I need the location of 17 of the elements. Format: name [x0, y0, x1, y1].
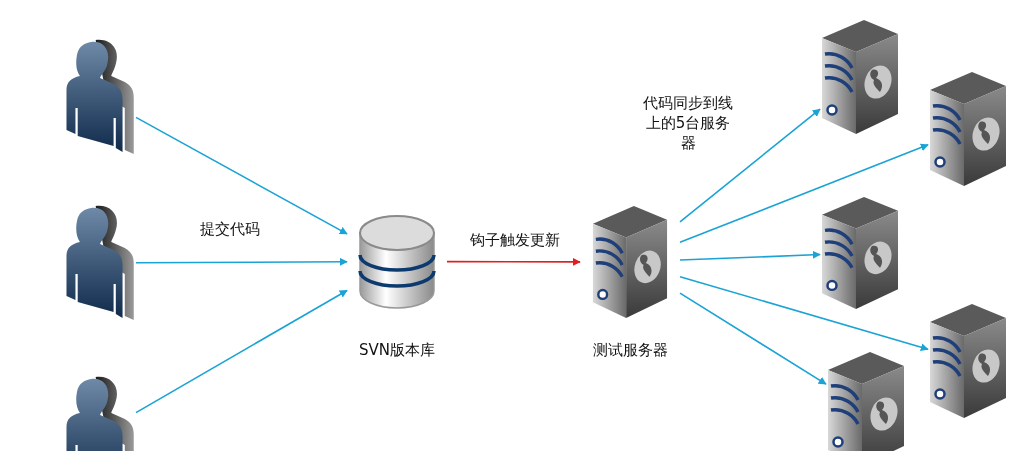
- server-icon: [820, 195, 900, 311]
- arrow: [679, 275, 929, 352]
- arrow: [679, 143, 929, 244]
- server-icon: [826, 350, 906, 451]
- node-label: SVN版本库: [358, 341, 436, 360]
- node-label: 测试服务器: [591, 341, 669, 360]
- arrow: [446, 257, 581, 266]
- arrow: [135, 289, 348, 414]
- server-icon: [928, 302, 1008, 420]
- arrow: [135, 257, 348, 266]
- server-icon: [928, 70, 1008, 188]
- arrow: [135, 116, 348, 235]
- edge-label: 代码同步到线上的5台服务器: [640, 93, 736, 153]
- server-icon: [820, 18, 900, 136]
- arrow: [679, 292, 827, 385]
- arrow: [679, 108, 821, 223]
- arrow: [679, 250, 821, 261]
